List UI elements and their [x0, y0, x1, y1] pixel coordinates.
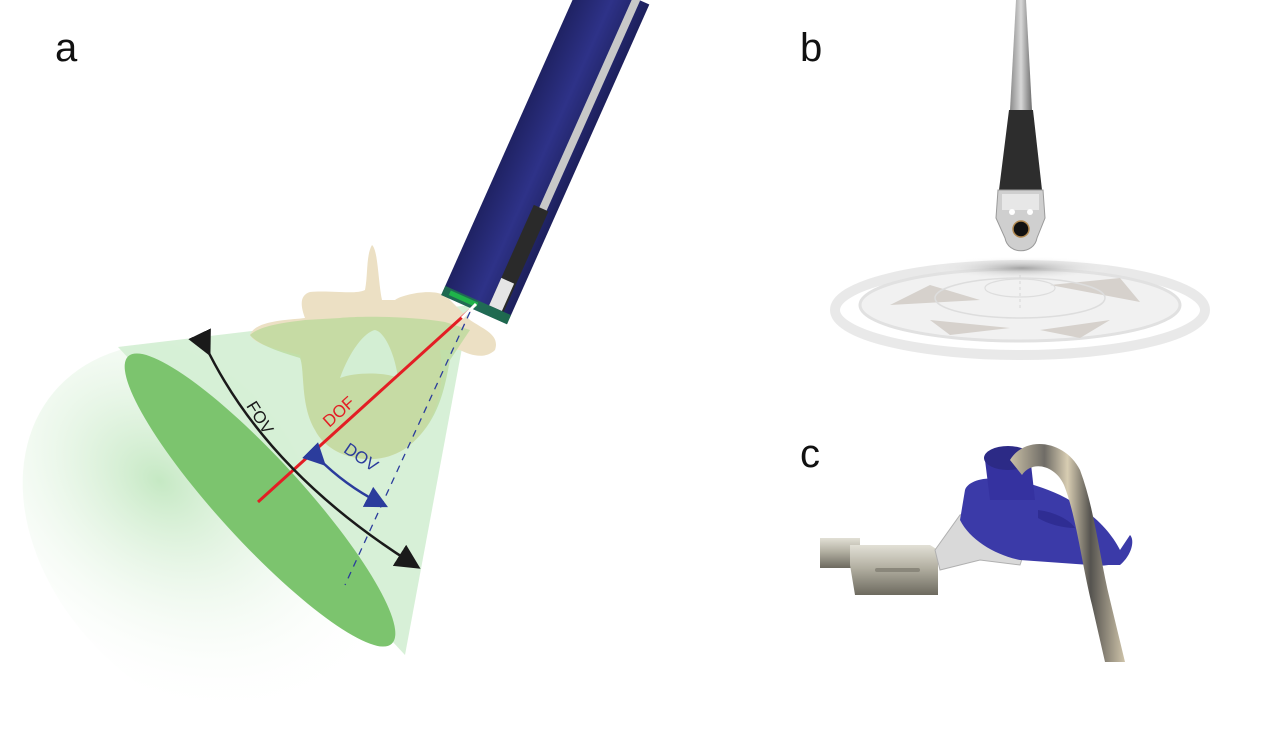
panel-c: c	[780, 400, 1265, 700]
projection-rings	[830, 260, 1210, 360]
tip-shadow	[932, 256, 1112, 280]
dof-tip	[460, 302, 478, 320]
dov-arrow	[302, 442, 389, 508]
panel-b-illustration	[830, 0, 1210, 360]
panel-b-label: b	[800, 26, 823, 70]
fov-arrow	[188, 328, 421, 569]
camera-shaft	[1010, 0, 1032, 110]
panel-a-illustration: FOV DOF DOV	[22, 0, 650, 738]
panel-c-label: c	[800, 432, 820, 476]
endoscope-shaft	[441, 0, 650, 325]
camera-lens-icon	[1012, 220, 1030, 238]
camera-sleeve	[999, 110, 1042, 190]
panel-b: b	[780, 0, 1265, 380]
panel-c-illustration	[820, 443, 1133, 662]
cable-bundle	[1010, 443, 1125, 662]
panel-a-label: a	[55, 26, 78, 70]
panel-a: a	[22, 0, 650, 738]
metal-connector	[820, 538, 938, 595]
